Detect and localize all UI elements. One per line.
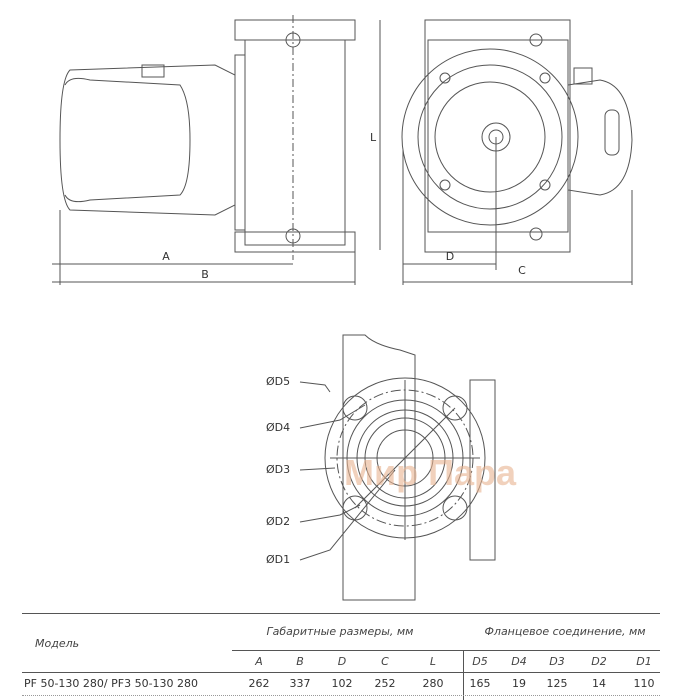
dim-label-c: C xyxy=(518,264,526,277)
dim-label-l: L xyxy=(370,131,377,144)
col-d2: D2 xyxy=(591,655,607,668)
col-d4: D4 xyxy=(511,655,527,668)
dim-label-d: D xyxy=(445,250,455,263)
value-cell: 110 xyxy=(633,677,655,690)
row-divider xyxy=(22,695,660,696)
col-d5: D5 xyxy=(472,655,488,668)
group-dims-header: Габаритные размеры, мм xyxy=(266,625,414,638)
flange-label-d3: ØD3 xyxy=(266,463,291,476)
flange-view xyxy=(299,334,496,601)
col-l: L xyxy=(429,655,437,668)
flange-label-d1: ØD1 xyxy=(266,553,291,566)
col-c: C xyxy=(381,655,389,668)
value-cell: 125 xyxy=(546,677,568,690)
flange-label-d5: ØD5 xyxy=(266,375,291,388)
value-cell: 102 xyxy=(331,677,353,690)
col-d3: D3 xyxy=(549,655,565,668)
group-flange-header: Фланцевое соединение, мм xyxy=(484,625,646,638)
value-cell: 280 xyxy=(422,677,444,690)
col-a: A xyxy=(255,655,263,668)
col-b: B xyxy=(296,655,304,668)
dim-label-a: A xyxy=(162,250,170,263)
flange-label-d4: ØD4 xyxy=(266,421,291,434)
front-view xyxy=(379,19,633,285)
col-d: D xyxy=(337,655,347,668)
value-cell: 19 xyxy=(512,677,526,690)
value-cell: 165 xyxy=(469,677,491,690)
col-d1: D1 xyxy=(636,655,652,668)
dim-label-b: B xyxy=(201,268,209,281)
flange-label-d2: ØD2 xyxy=(266,515,291,528)
value-cell: 337 xyxy=(289,677,311,690)
watermark: Мир Пара xyxy=(344,452,517,493)
model-cell: PF 50-130 280/ PF3 50-130 280 xyxy=(24,677,199,690)
value-cell: 262 xyxy=(248,677,270,690)
value-cell: 14 xyxy=(592,677,606,690)
side-view xyxy=(52,15,356,285)
value-cell: 252 xyxy=(374,677,396,690)
model-header: Модель xyxy=(35,637,80,650)
technical-drawing: Мир Пара xyxy=(52,15,633,601)
